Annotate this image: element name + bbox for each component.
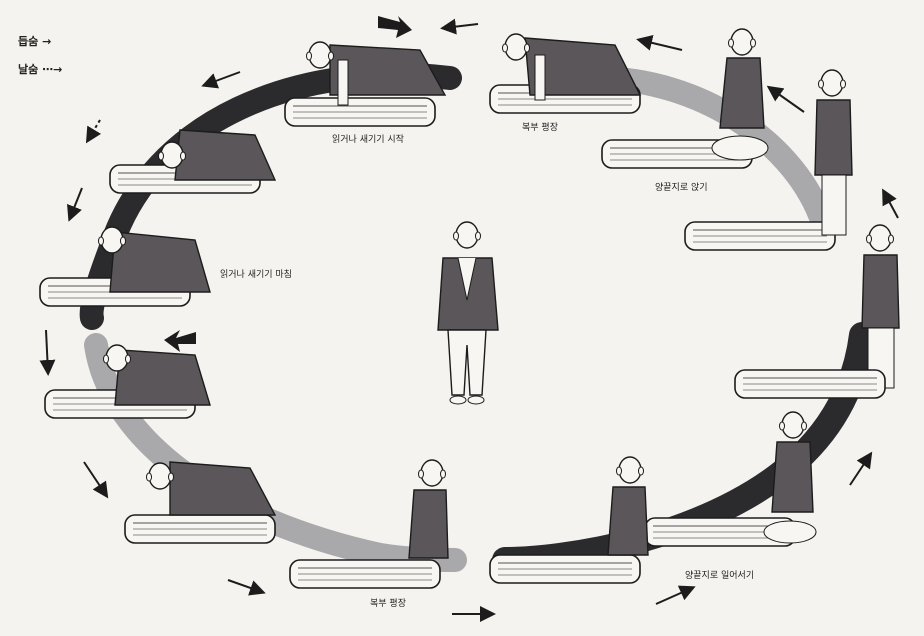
arrow-top [440,18,479,35]
figure-kneel-sit [601,28,769,169]
figure-bow-start [284,41,447,127]
caption-half-top: 복부 평장 [522,122,558,133]
arrow-bottom-right [655,585,696,605]
figure-prostration-upper-left [109,129,277,194]
arrow-top-right-out [636,34,683,51]
figure-kneel-rise [644,369,886,547]
figure-hands-knees-lower-left [124,461,277,544]
arrow-lower-left [83,461,109,499]
arrow-bottom-left [227,579,266,596]
figure-half-top [489,33,642,114]
arrow-right-upper [882,188,899,219]
figure-half-bottom [289,459,449,589]
bold-arrow-top [378,16,412,38]
center-standing-monk [437,221,499,405]
caption-kneel-rise: 양끝지로 일어서기 [685,570,754,581]
arrow-left-2 [67,187,83,222]
figure-kneel-forward-left [44,344,211,419]
caption-kneel-sit: 양끝지로 앉기 [655,181,708,193]
figure-standing-upper-right [684,69,853,251]
caption-bow-start: 읽거나 새기기 시작 [332,134,404,145]
legend-exhale: 날숨 ⋯→ [18,62,62,76]
bold-arrow-left [164,330,196,352]
flow-arrows [39,18,899,622]
figure-standing-right [861,224,900,389]
legend-inhale: 듭숨 → [18,35,51,48]
arrow-top-right-in [766,85,805,113]
figure-bow-end [39,226,211,307]
arrow-top-left [201,71,241,89]
figure-kneel-bottom-center [489,456,649,584]
caption-half-bottom: 복부 평장 [370,598,406,609]
legend: 듭숨 → 날숨 ⋯→ [18,35,62,76]
bold-arrows [164,16,412,352]
arrow-left-1 [85,119,102,144]
caption-bow-end: 읽거나 새기기 마침 [220,269,292,280]
arrow-left-3 [39,329,56,376]
arrow-right-lower [849,451,873,486]
